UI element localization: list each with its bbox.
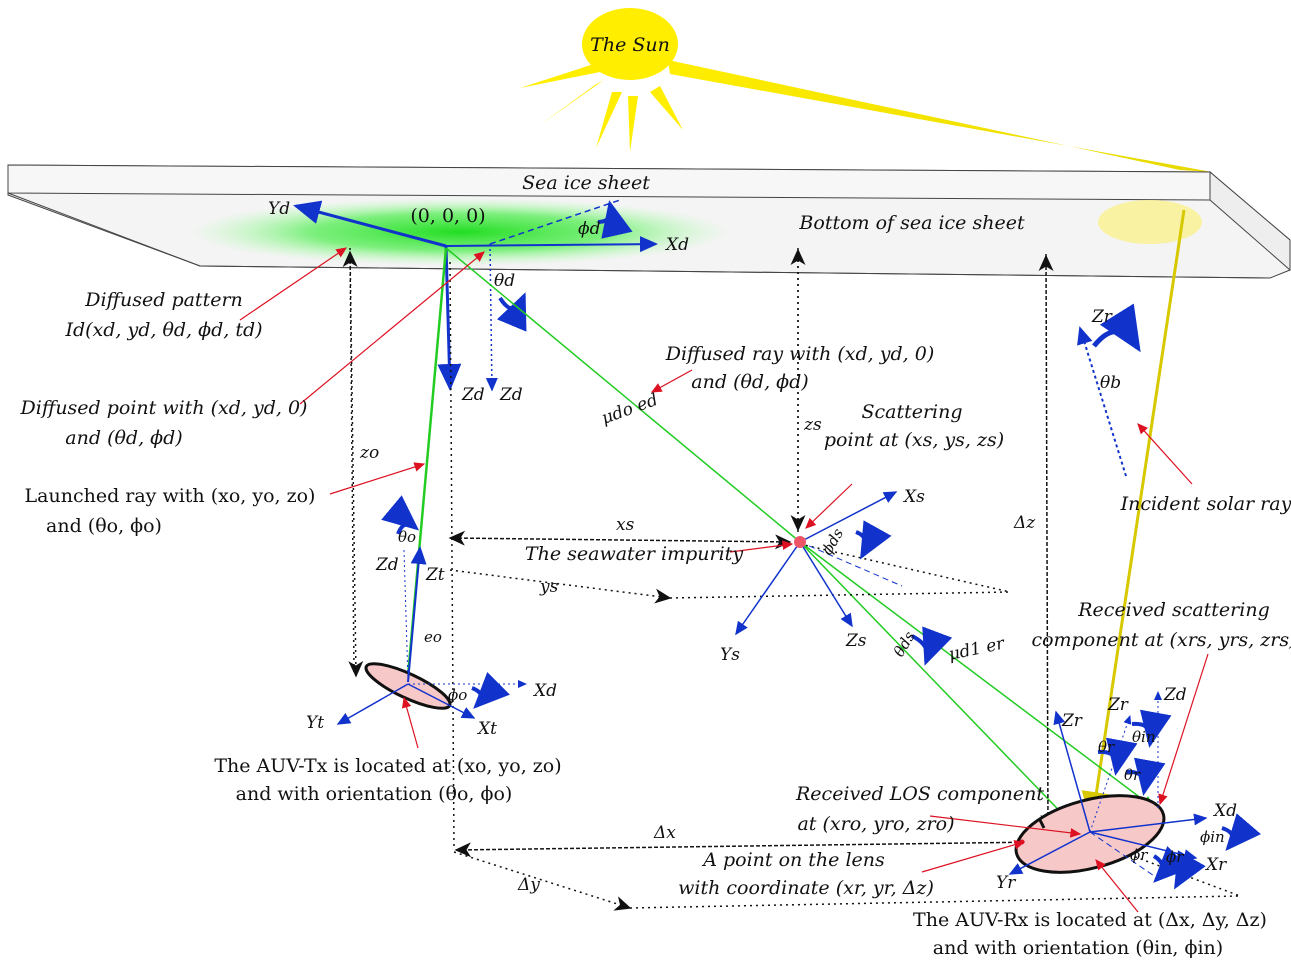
diffused-pattern-line2: Id(xd, yd, θd, ϕd, td) [64, 319, 262, 341]
axis-Yd: Yd [268, 199, 290, 219]
scattering-line1: Scattering [861, 401, 962, 423]
angle-theta-o: θo [398, 528, 416, 546]
angle-phi-r-2: ϕr [1166, 848, 1184, 866]
received-scattering-line2: component at (xrs, yrs, zrs) [1031, 629, 1291, 651]
axis-Zr-top: Zr [1091, 307, 1113, 327]
label-Delta-x: Δx [653, 823, 676, 843]
axis-Xt: Xt [476, 719, 497, 739]
angle-phi-o: ϕo [448, 686, 467, 704]
label-zs: zs [803, 415, 822, 435]
launched-ray-line1: Launched ray with (xo, yo, zo) [25, 485, 316, 507]
axis-Xd-tx: Xd [532, 681, 557, 701]
received-los-line2: at (xro, yro, zro) [797, 813, 954, 835]
angle-theta-in: θin [1132, 728, 1156, 746]
pointer-arrows [239, 247, 1209, 913]
diffuser-frame [293, 199, 658, 392]
auv-tx-line2: and with orientation (θo, ϕo) [236, 783, 513, 805]
label-Delta-z: Δz [1013, 513, 1036, 533]
auv-rx-line1: The AUV-Rx is located at (Δx, Δy, Δz) [913, 909, 1267, 931]
label-xs: xs [616, 515, 635, 535]
angle-theta-r-1: θr [1098, 738, 1115, 756]
label-mu-er: μd1 er [947, 633, 1007, 664]
label-Delta-y: Δy [517, 875, 540, 895]
label-eo: eo [424, 628, 442, 646]
diffused-point-line2: and (θd, ϕd) [65, 427, 182, 449]
axis-Zr-1: Zr [1061, 711, 1083, 731]
axis-Zt: Zt [425, 565, 445, 585]
axis-Ys: Ys [720, 645, 740, 665]
solar-spot [1098, 200, 1202, 244]
ice-top-label: Sea ice sheet [522, 172, 650, 194]
origin-label: (0, 0, 0) [410, 205, 485, 227]
axis-Xd: Xd [664, 235, 689, 255]
sun: The Sun [520, 8, 1212, 172]
axis-Yt: Yt [306, 713, 324, 733]
diffused-ray-line1: Diffused ray with (xd, yd, 0) [665, 343, 935, 365]
angle-theta-d: θd [494, 271, 515, 291]
scattering-frame [735, 491, 953, 666]
diffused-ray-line2: and (θd, ϕd) [691, 371, 808, 393]
label-mu-ed: μdo ed [599, 390, 661, 429]
axis-Xs: Xs [902, 487, 925, 507]
angle-theta-ds: θds [890, 628, 919, 660]
auv-tx-line1: The AUV-Tx is located at (xo, yo, zo) [214, 755, 561, 777]
lens-point-line1: A point on the lens [701, 849, 885, 871]
angle-phi-d: ϕd [578, 219, 601, 239]
axis-Xr: Xr [1204, 855, 1227, 875]
diffused-point-line1: Diffused point with (xd, yd, 0) [20, 397, 308, 419]
axis-Xd-rx: Xd [1212, 801, 1237, 821]
scattering-line2: point at (xs, ys, zs) [824, 429, 1004, 451]
ice-sheet [7, 164, 1291, 279]
angle-theta-b: θb [1100, 373, 1121, 393]
label-zo: zo [359, 443, 379, 463]
axis-Yr: Yr [996, 873, 1016, 893]
axis-Zd-rx: Zd [1163, 685, 1187, 705]
sun-label: The Sun [590, 34, 670, 56]
axis-Zr-2: Zr [1107, 695, 1129, 715]
impurity-dot [794, 536, 806, 548]
incident-solar-ray [1081, 209, 1186, 825]
axis-Zd: Zd [461, 385, 485, 405]
impurity-label: The seawater impurity [525, 543, 743, 565]
lens-point-line2: with coordinate (xr, yr, Δz) [678, 877, 934, 899]
ice-bottom-label: Bottom of sea ice sheet [798, 212, 1025, 234]
auv-tx [336, 495, 527, 725]
auv-rx [1008, 691, 1261, 890]
angle-phi-r-1: ϕr [1130, 846, 1148, 864]
axis-Zs: Zs [845, 631, 867, 651]
incident-label: Incident solar ray [1120, 493, 1291, 515]
auv-rx-line2: and with orientation (θin, ϕin) [933, 937, 1223, 959]
measure-lines [342, 247, 1241, 911]
received-scattering-line1: Received scattering [1077, 599, 1269, 621]
angle-theta-r-2: θr [1124, 766, 1141, 784]
label-ys: ys [539, 577, 559, 597]
axis-Zd-tx: Zd [375, 555, 399, 575]
received-los-line1: Received LOS component [795, 783, 1044, 805]
axis-Zd-dashed: Zd [499, 385, 523, 405]
diffused-pattern-line1: Diffused pattern [84, 289, 243, 311]
launched-ray-line2: and (θo, ϕo) [46, 515, 162, 537]
solar-frame [1077, 303, 1141, 477]
sun-disc [582, 8, 678, 80]
angle-phi-in: ϕin [1200, 828, 1225, 846]
